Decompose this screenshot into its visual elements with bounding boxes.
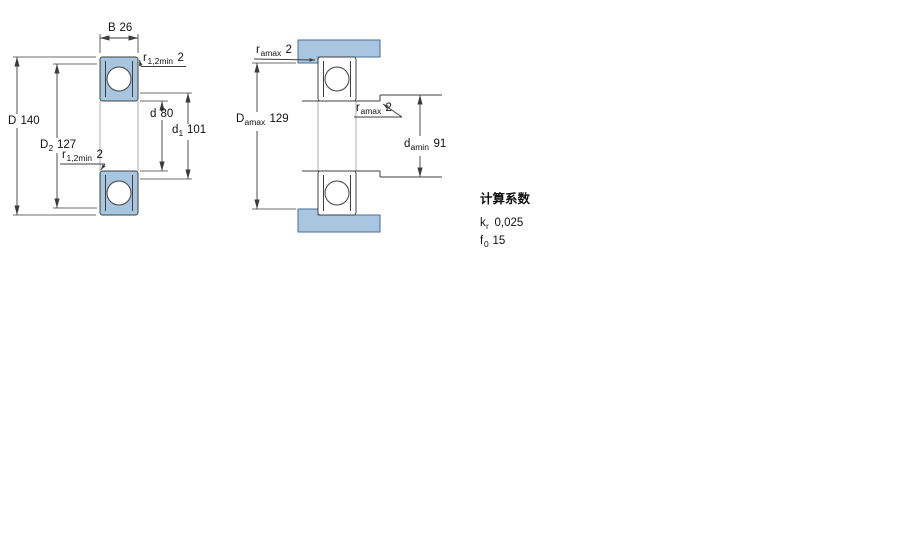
dimension-D2: D 2 127 xyxy=(40,63,97,209)
dim-label-ra-symbol: r xyxy=(256,44,260,56)
dimension-r12-bottom: r 1,2min 2 xyxy=(60,149,106,171)
bearing-section-top xyxy=(317,56,357,102)
factor-f0-subscript: 0 xyxy=(484,239,489,249)
factor-kr-subscript: r xyxy=(486,221,489,231)
dim-label-Da-value: 129 xyxy=(270,113,289,125)
dim-label-B-value: 26 xyxy=(120,22,133,34)
dim-label-ra-subscript: amax xyxy=(361,106,383,116)
left-figure-cross-section: B 26 r 1,2min 2 D 140 D 2 127 xyxy=(8,22,206,216)
leader-line xyxy=(139,59,143,67)
bearing-section-top xyxy=(99,56,139,102)
housing-shoulder-top xyxy=(297,39,381,64)
dim-label-r12-subscript: 1,2min xyxy=(148,56,174,66)
ball-shape xyxy=(324,66,350,92)
dim-label-Da-symbol: D xyxy=(236,113,244,125)
dim-label-d-value: 80 xyxy=(161,108,174,120)
dim-label-ra-symbol: r xyxy=(356,102,360,114)
bearing-silhouette-lines xyxy=(317,101,357,171)
dim-label-D2-subscript: 2 xyxy=(49,143,54,153)
factor-kr-symbol: k xyxy=(480,217,486,229)
dim-label-r12-value: 2 xyxy=(178,52,184,64)
bearing-section-bottom xyxy=(317,170,357,216)
dimension-d1: d 1 101 xyxy=(140,92,206,180)
dimension-ra-mid: r amax 2 xyxy=(354,102,403,118)
dimension-D: D 140 xyxy=(8,56,96,216)
dim-label-ra-value: 2 xyxy=(286,44,292,56)
dim-label-Da-subscript: amax xyxy=(245,117,267,127)
ball-shape xyxy=(324,180,350,206)
dim-label-D2-symbol: D xyxy=(40,139,48,151)
dim-label-d1-value: 101 xyxy=(187,124,206,136)
dimension-Da: D amax 129 xyxy=(236,62,296,210)
dimension-r12-top: r 1,2min 2 xyxy=(139,52,186,67)
dim-label-B-symbol: B xyxy=(108,22,116,34)
dimension-da: d amin 91 xyxy=(404,95,446,177)
housing-shoulder-bottom xyxy=(297,208,381,233)
dim-label-D-symbol: D xyxy=(8,115,16,127)
ball-shape xyxy=(106,66,132,92)
dim-label-d-symbol: d xyxy=(150,108,156,120)
leader-line xyxy=(382,103,403,118)
dim-label-ra-subscript: amax xyxy=(261,48,283,58)
dim-label-r12-symbol: r xyxy=(143,52,147,64)
dim-label-d1-symbol: d xyxy=(172,124,178,136)
dim-label-d1-subscript: 1 xyxy=(179,128,184,138)
factor-f0: f 0 15 xyxy=(480,235,505,249)
bearing-silhouette-lines xyxy=(99,101,139,171)
factor-kr-value: 0,025 xyxy=(495,217,524,229)
dimension-ra-top: r amax 2 xyxy=(253,44,316,62)
leader-line xyxy=(253,58,316,62)
dim-label-r12-symbol: r xyxy=(62,149,66,161)
factor-f0-value: 15 xyxy=(493,235,506,247)
shaft-outline xyxy=(302,94,442,178)
dim-label-da-subscript: amin xyxy=(411,142,430,152)
dim-label-r12-value: 2 xyxy=(97,149,103,161)
dim-label-da-symbol: d xyxy=(404,138,410,150)
bearing-section-bottom xyxy=(99,170,139,216)
dimension-d: d 80 xyxy=(140,100,174,172)
ball-shape xyxy=(106,180,132,206)
factor-kr: k r 0,025 xyxy=(480,217,523,231)
dim-label-r12-subscript: 1,2min xyxy=(67,153,93,163)
right-figure-abutments: r amax 2 D amax 129 r amax 2 d amin 91 xyxy=(236,39,446,233)
dimension-B: B 26 xyxy=(99,22,139,53)
calculation-factors-title: 计算系数 xyxy=(480,191,531,206)
factor-f0-symbol: f xyxy=(480,235,484,247)
dim-label-da-value: 91 xyxy=(434,138,447,150)
leader-line xyxy=(100,163,106,171)
dim-label-D-value: 140 xyxy=(21,115,40,127)
dim-label-D2-value: 127 xyxy=(57,139,76,151)
calculation-factors-block: 计算系数 k r 0,025 f 0 15 xyxy=(480,191,531,249)
